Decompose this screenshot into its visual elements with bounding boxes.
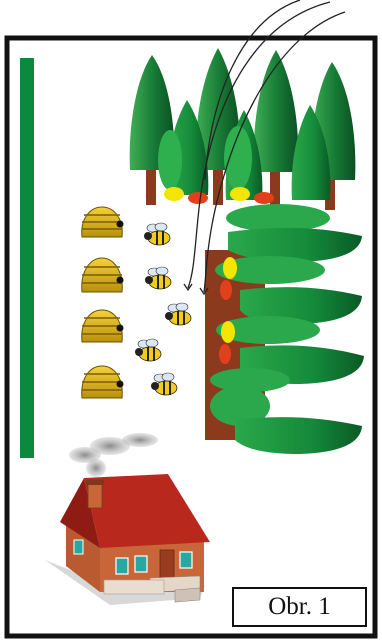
bee-icon — [165, 303, 191, 325]
hedge — [205, 204, 364, 454]
bee-icon — [151, 373, 177, 395]
beehives — [82, 207, 124, 398]
beehive-icon — [82, 207, 124, 237]
forest — [130, 48, 356, 210]
flower-icon — [254, 192, 274, 204]
flower-icon — [223, 257, 237, 279]
figure-caption: Obr. 1 — [232, 587, 367, 627]
flower-icon — [188, 192, 208, 204]
field-strip — [20, 58, 34, 458]
house-icon — [45, 433, 210, 605]
beehive-icon — [82, 310, 124, 342]
beehive-icon — [82, 258, 124, 292]
flower-icon — [220, 280, 232, 300]
flower-icon — [221, 321, 235, 343]
bees — [135, 223, 191, 395]
bee-icon — [144, 223, 170, 245]
beehive-icon — [82, 366, 124, 398]
bee-icon — [145, 267, 171, 289]
bee-icon — [135, 339, 161, 361]
flower-icon — [230, 187, 250, 201]
flower-icon — [219, 344, 231, 364]
flower-icon — [164, 187, 184, 201]
